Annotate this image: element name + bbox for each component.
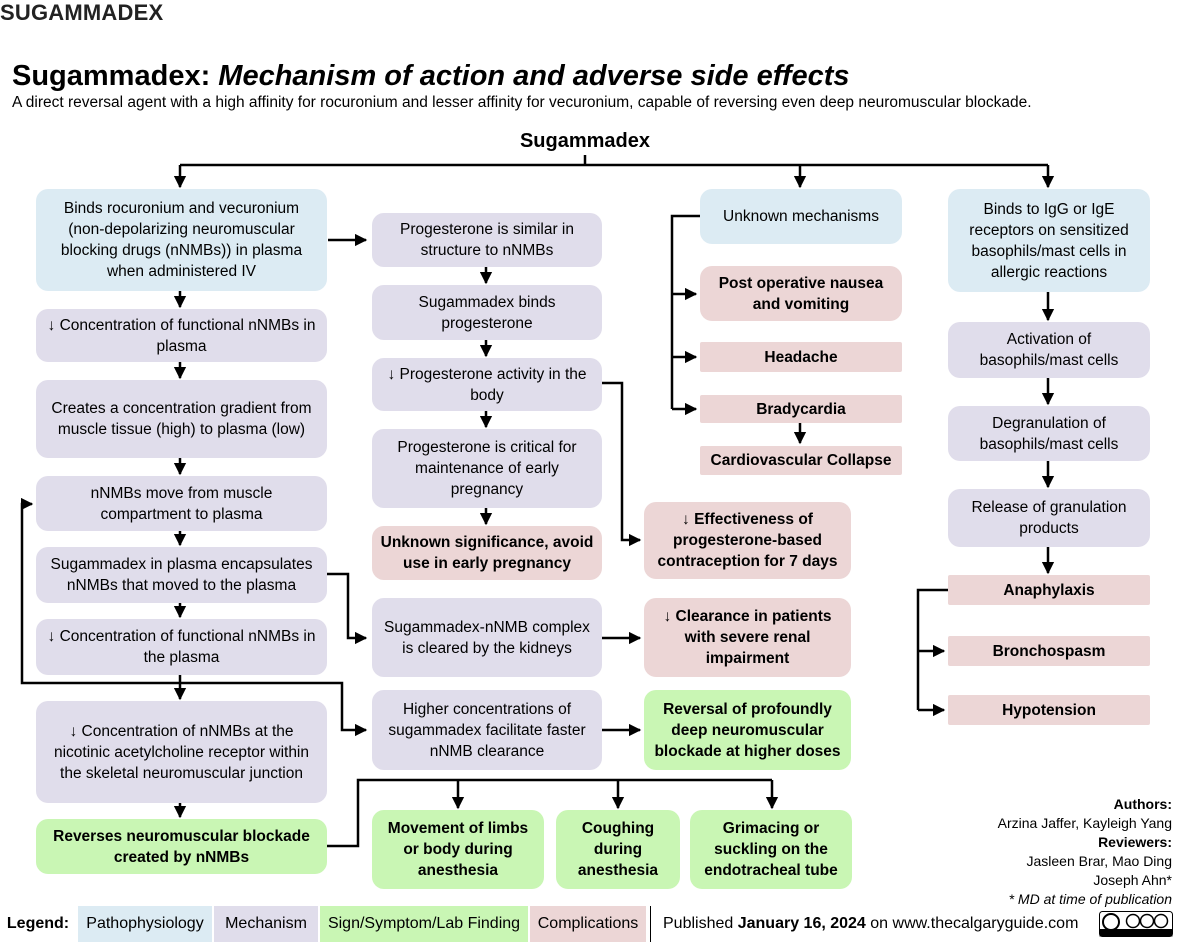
node-headache: Headache <box>700 342 902 372</box>
root-node: Sugammadex <box>519 130 651 152</box>
reviewers-names-1: Jasleen Brar, Mao Ding <box>1026 853 1172 869</box>
legend: Legend: Pathophysiology Mechanism Sign/S… <box>0 906 1204 942</box>
node-coughing: Coughing during anesthesia <box>556 810 680 889</box>
cc-by-nc-sa-icon <box>1098 906 1174 942</box>
node-conc-nicotinic: ↓ Concentration of nNMBs at the nicotini… <box>36 701 327 803</box>
top-label: SUGAMMADEX <box>0 0 164 25</box>
node-conc-functional-1: ↓ Concentration of functional nNMBs in p… <box>36 309 327 362</box>
node-contraception: ↓ Effectiveness of progesterone-based co… <box>644 502 851 579</box>
published-line: Published January 16, 2024 on www.thecal… <box>650 906 1080 942</box>
published-prefix: Published <box>663 915 734 932</box>
node-activation: Activation of basophils/mast cells <box>948 322 1150 378</box>
legend-label: Legend: <box>6 915 70 932</box>
node-binds-igg-ige: Binds to IgG or IgE receptors on sensiti… <box>948 189 1150 292</box>
node-concentration-gradient: Creates a concentration gradient from mu… <box>36 380 327 458</box>
title-main: Sugammadex: <box>12 60 211 92</box>
node-hypotension: Hypotension <box>948 695 1150 725</box>
node-nnmbs-move: nNMBs move from muscle compartment to pl… <box>36 476 327 531</box>
node-binds-progesterone: Sugammadex binds progesterone <box>372 285 602 340</box>
node-degranulation: Degranulation of basophils/mast cells <box>948 406 1150 461</box>
node-encapsulates: Sugammadex in plasma encapsulates nNMBs … <box>36 547 327 603</box>
authors-names: Arzina Jaffer, Kayleigh Yang <box>997 815 1172 831</box>
reviewers-names-2: Joseph Ahn* <box>1093 872 1172 888</box>
legend-mechanism: Mechanism <box>214 906 318 942</box>
published-date: January 16, 2024 <box>737 915 866 932</box>
title-italic: Mechanism of action and adverse side eff… <box>218 60 850 92</box>
node-ponv: Post operative nausea and vomiting <box>700 266 902 321</box>
node-cardiovascular-collapse: Cardiovascular Collapse <box>700 446 902 475</box>
node-bradycardia: Bradycardia <box>700 395 902 423</box>
page-title: Sugammadex: Mechanism of action and adve… <box>12 60 850 93</box>
node-conc-functional-2: ↓ Concentration of functional nNMBs in t… <box>36 619 327 675</box>
legend-pathophysiology: Pathophysiology <box>78 906 212 942</box>
node-complex-cleared: Sugammadex-nNMB complex is cleared by th… <box>372 598 602 677</box>
node-release-products: Release of granulation products <box>948 489 1150 547</box>
node-progesterone-activity: ↓ Progesterone activity in the body <box>372 358 602 411</box>
node-bronchospasm: Bronchospasm <box>948 636 1150 666</box>
node-progesterone-similar: Progesterone is similar in structure to … <box>372 213 602 267</box>
node-higher-concentrations: Higher concentrations of sugammadex faci… <box>372 690 602 770</box>
node-renal-clearance: ↓ Clearance in patients with severe rena… <box>644 598 851 677</box>
legend-complications: Complications <box>530 906 646 942</box>
credits: Authors: Arzina Jaffer, Kayleigh Yang Re… <box>998 795 1172 909</box>
md-note: * MD at time of publication <box>1008 891 1172 907</box>
published-suffix: on www.thecalgaryguide.com <box>870 915 1079 932</box>
authors-label: Authors: <box>1113 796 1172 812</box>
subtitle: A direct reversal agent with a high affi… <box>12 94 1032 111</box>
node-binds-rocuronium: Binds rocuronium and vecuronium (non-dep… <box>36 189 327 291</box>
legend-sign: Sign/Symptom/Lab Finding <box>320 906 528 942</box>
node-reverses-blockade: Reverses neuromuscular blockade created … <box>36 819 327 874</box>
node-unknown-mechanisms: Unknown mechanisms <box>700 189 902 244</box>
reviewers-label: Reviewers: <box>1098 834 1172 850</box>
node-unknown-significance: Unknown significance, avoid use in early… <box>372 526 602 580</box>
node-reversal-deep: Reversal of profoundly deep neuromuscula… <box>644 690 851 770</box>
node-progesterone-critical: Progesterone is critical for maintenance… <box>372 429 602 508</box>
node-anaphylaxis: Anaphylaxis <box>948 575 1150 605</box>
node-grimacing: Grimacing or suckling on the endotrachea… <box>690 810 852 889</box>
node-movement-limbs: Movement of limbs or body during anesthe… <box>372 810 544 889</box>
